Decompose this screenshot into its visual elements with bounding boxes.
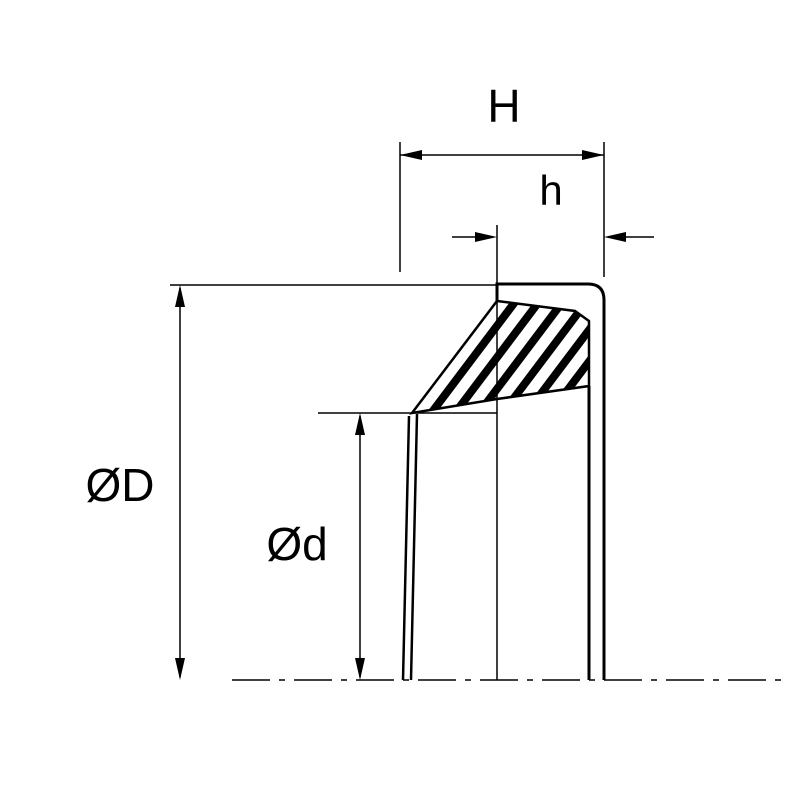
dimension-label-h: h bbox=[539, 167, 562, 214]
arrowhead-inner-diameter-top bbox=[355, 413, 365, 435]
dimension-label-inner-diameter: Ød bbox=[266, 518, 327, 570]
arrowhead-H-left bbox=[400, 150, 422, 160]
dimension-label-outer-diameter: ØD bbox=[86, 459, 155, 511]
rod-surface-line-outer bbox=[401, 415, 411, 681]
arrowhead-inner-diameter-bottom bbox=[355, 658, 365, 680]
arrowhead-H-right bbox=[582, 150, 604, 160]
seal-case-outline bbox=[495, 282, 606, 680]
dimension-label-H: H bbox=[487, 80, 520, 132]
seal-elastomer-hatched-region bbox=[409, 299, 591, 415]
rod-surface-line-inner bbox=[409, 413, 419, 681]
arrowhead-outer-diameter-bottom bbox=[175, 658, 185, 680]
arrowhead-h-right bbox=[604, 232, 626, 242]
arrowhead-h-left bbox=[475, 232, 497, 242]
arrowhead-outer-diameter-top bbox=[175, 285, 185, 307]
